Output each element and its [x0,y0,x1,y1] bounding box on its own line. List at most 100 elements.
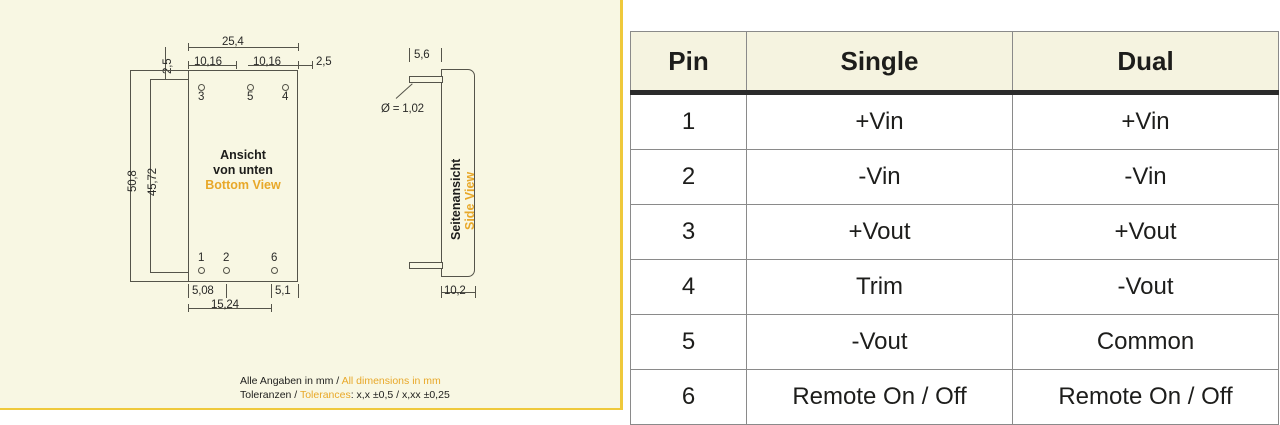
dimline-pitch-2 [248,65,298,66]
dimtick-pitch-b [236,61,237,69]
bottom-view-label: Ansicht von unten Bottom View [188,148,298,193]
cell-single: +Vout [746,204,1013,260]
cell-single: Remote On / Off [746,369,1013,425]
cell-dual: Common [1012,314,1279,370]
cell-dual: +Vout [1012,204,1279,260]
side-view-label: Seitenansicht [449,159,464,240]
dim-offset-left: 5,08 [192,285,214,297]
module-body-side-view [441,69,475,277]
pin-label-2: 2 [223,252,230,264]
bottom-view-label-de-line1: Ansicht [220,148,266,162]
dimtick-width-right [298,43,299,51]
pin-hole-4 [282,84,289,91]
dimtick-span-left [188,304,189,312]
pin-label-1: 1 [198,252,205,264]
dimtick-span-right [271,304,272,312]
cell-dual: +Vin [1012,92,1279,150]
bottom-view-label-de-line2: von unten [213,163,273,177]
dim-pitch-1: 10,16 [194,56,222,68]
module-body-bottom-view [188,70,298,282]
cell-dual: -Vin [1012,149,1279,205]
footnote-line2-rest: : x,x ±0,5 / x,xx ±0,25 [350,389,450,401]
side-pin-tab-bottom [409,262,443,269]
table-row: 2 -Vin -Vin [630,149,1279,205]
table-row: 6 Remote On / Off Remote On / Off [630,369,1279,425]
pin-label-6: 6 [271,252,278,264]
dimline-pitch-1 [188,65,236,66]
dim-offset-right: 5,1 [275,285,291,297]
cell-single: -Vin [746,149,1013,205]
footnote-line2-de: Toleranzen / [240,389,298,401]
dim-edge-right: 2,5 [316,56,332,68]
pin-label-5: 5 [247,91,254,103]
dimext-height-inner-bottom [150,272,188,273]
dimtick-offset-right-a [271,284,272,298]
cell-single: -Vout [746,314,1013,370]
cell-pin: 6 [630,369,747,425]
table-row: 1 +Vin +Vin [630,92,1279,150]
dimext-height-total-bottom [130,281,188,282]
dimtick-offset-left-a [188,284,189,298]
dim-pin-diameter: Ø = 1,02 [381,103,424,115]
cell-dual: Remote On / Off [1012,369,1279,425]
dimtick-offset-left-b [226,284,227,298]
dim-height-inner: 45,72 [147,168,159,196]
cell-pin: 3 [630,204,747,260]
dim-width-total: 25,4 [222,36,244,48]
dimline-height-total [130,70,131,282]
cell-single: Trim [746,259,1013,315]
cell-pin: 2 [630,149,747,205]
dimtick-pinlen-right [441,48,442,62]
cell-pin: 1 [630,92,747,150]
footnote-line1-en: All dimensions in mm [341,375,441,387]
dimline-width-total [188,47,298,48]
dimtick-pitch-a [188,61,189,69]
dimtick-width-left [188,43,189,51]
dim-span-bottom: 15,24 [211,299,239,311]
dimext-height-total-top [130,70,188,71]
cell-dual: -Vout [1012,259,1279,315]
dimtick-thickness-left [441,286,442,298]
table-row: 5 -Vout Common [630,314,1279,370]
pin-label-4: 4 [282,91,289,103]
side-view-label-en-wrap: Side View [463,172,478,230]
dim-pitch-2: 10,16 [253,56,281,68]
dim-height-total: 50,8 [127,170,139,192]
side-pin-tab-top [409,76,443,83]
side-view-label-de: Seitenansicht [449,158,463,240]
dim-thickness: 10,2 [444,285,466,297]
pin-label-3: 3 [198,91,205,103]
column-header-single: Single [746,31,1013,95]
column-header-pin: Pin [630,31,747,95]
table-header-row: Pin Single Dual [630,31,1279,95]
bottom-view-label-en: Bottom View [205,178,281,192]
cell-pin: 5 [630,314,747,370]
dimtick-thickness-right [475,286,476,298]
footnote-line1-de: Alle Angaben in mm / [240,375,340,387]
side-view-label-en: Side View [463,171,477,230]
dimtick-pinlen-left [409,48,410,62]
table-row: 3 +Vout +Vout [630,204,1279,260]
dimline-height-inner [150,79,151,273]
footnote-line2-en: Tolerances [299,389,351,401]
pin-hole-5 [247,84,254,91]
dimtick-offset-right-b [298,284,299,298]
footnote-dimensions: Alle Angaben in mm / All dimensions in m… [240,374,441,388]
dim-pin-length: 5,6 [414,49,430,61]
footnote-tolerances: Toleranzen / Tolerances: x,x ±0,5 / x,xx… [240,388,450,402]
pin-assignment-table: Pin Single Dual 1 +Vin +Vin 2 -Vin -Vin … [630,31,1279,425]
cell-pin: 4 [630,259,747,315]
dim-edge-top: 2,5 [162,58,174,74]
leader-line-diameter [395,83,413,99]
dimext-height-inner-top [150,79,188,80]
mechanical-drawing-panel: 25,4 10,16 10,16 2,5 2,5 3 5 4 1 2 6 [0,0,623,410]
dimtick-edge-right [312,61,313,69]
pin-hole-2 [223,267,230,274]
dimline-edge-right [298,65,312,66]
dimline-span-bottom [188,308,271,309]
table-row: 4 Trim -Vout [630,259,1279,315]
pin-hole-3 [198,84,205,91]
dimline-thickness [441,292,475,293]
dimline-edge-top [165,47,166,79]
